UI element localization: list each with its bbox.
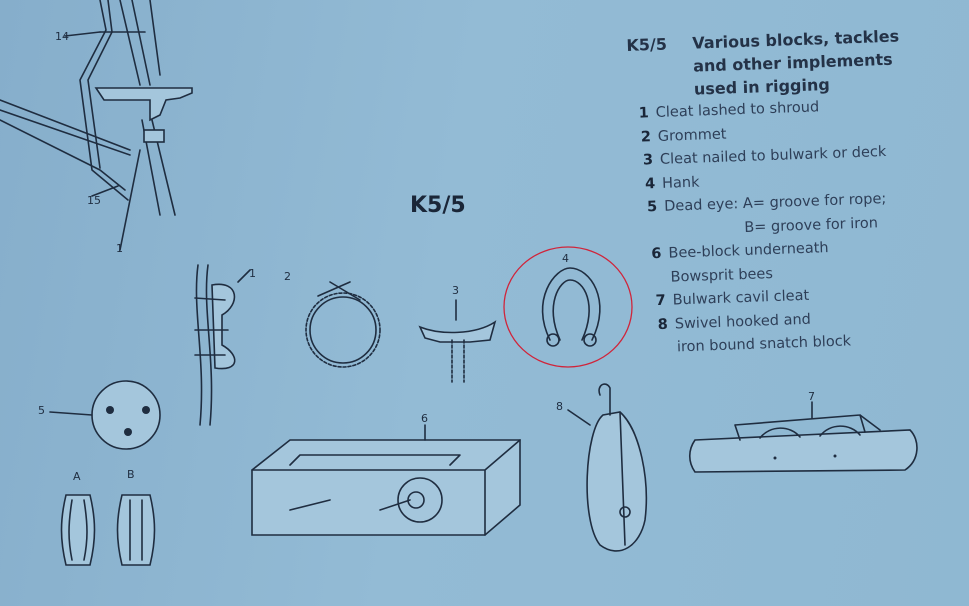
legend: K5/5 Various blocks, tackles and other i… [626, 24, 923, 361]
legend-item-number [643, 266, 664, 290]
legend-item-number: 3 [642, 152, 654, 169]
legend-item-number: 4 [644, 175, 656, 192]
label-2: 2 [284, 270, 291, 283]
legend-item-number: 2 [640, 128, 652, 146]
legend-heading: Various blocks, tackles and other implem… [692, 26, 900, 99]
highlight-circle [503, 246, 633, 368]
figure-8-snatch-block: 8 [556, 383, 648, 552]
label-a: A [73, 470, 81, 483]
page-title: K5/5 [410, 193, 466, 218]
label-6: 6 [421, 412, 428, 425]
legend-item-number: 7 [655, 292, 667, 310]
figure-3-cleat-nailed: 3 [418, 284, 497, 383]
label-7: 7 [808, 390, 815, 403]
label-14: 14 [55, 30, 69, 43]
legend-item-number: 5 [646, 199, 658, 216]
figure-4-hank: 4 [503, 246, 633, 368]
label-5: 5 [38, 404, 45, 417]
figure-7-cavil-cleat: 7 [688, 390, 918, 473]
legend-item-number: 6 [651, 245, 662, 263]
legend-item-text: Grommet [657, 126, 727, 145]
legend-item-number [639, 219, 660, 243]
figure-6-bee-block: 6 [251, 412, 521, 536]
figure-5-dead-eye: 5 A B [38, 380, 161, 566]
legend-item-number: 1 [638, 105, 650, 122]
label-b: B [127, 468, 135, 481]
legend-item-number [650, 337, 671, 361]
label-1: 1 [249, 267, 256, 280]
label-8: 8 [556, 400, 563, 413]
label-mast-1: 1 [116, 242, 123, 255]
legend-code: K5/5 [626, 34, 668, 55]
legend-header: K5/5 Various blocks, tackles and other i… [626, 24, 914, 103]
legend-item-number: 8 [657, 316, 669, 333]
legend-item-text: Bowsprit bees [670, 265, 774, 286]
mast-detail-figure: 14 15 1 [0, 0, 193, 255]
figure-2-grommet: 2 [284, 270, 381, 368]
label-15: 15 [87, 194, 101, 207]
figure-1-cleat-lashed: 1 [194, 264, 256, 426]
legend-item-text: Hank [661, 174, 700, 192]
label-3: 3 [452, 284, 459, 297]
label-4: 4 [562, 252, 569, 265]
